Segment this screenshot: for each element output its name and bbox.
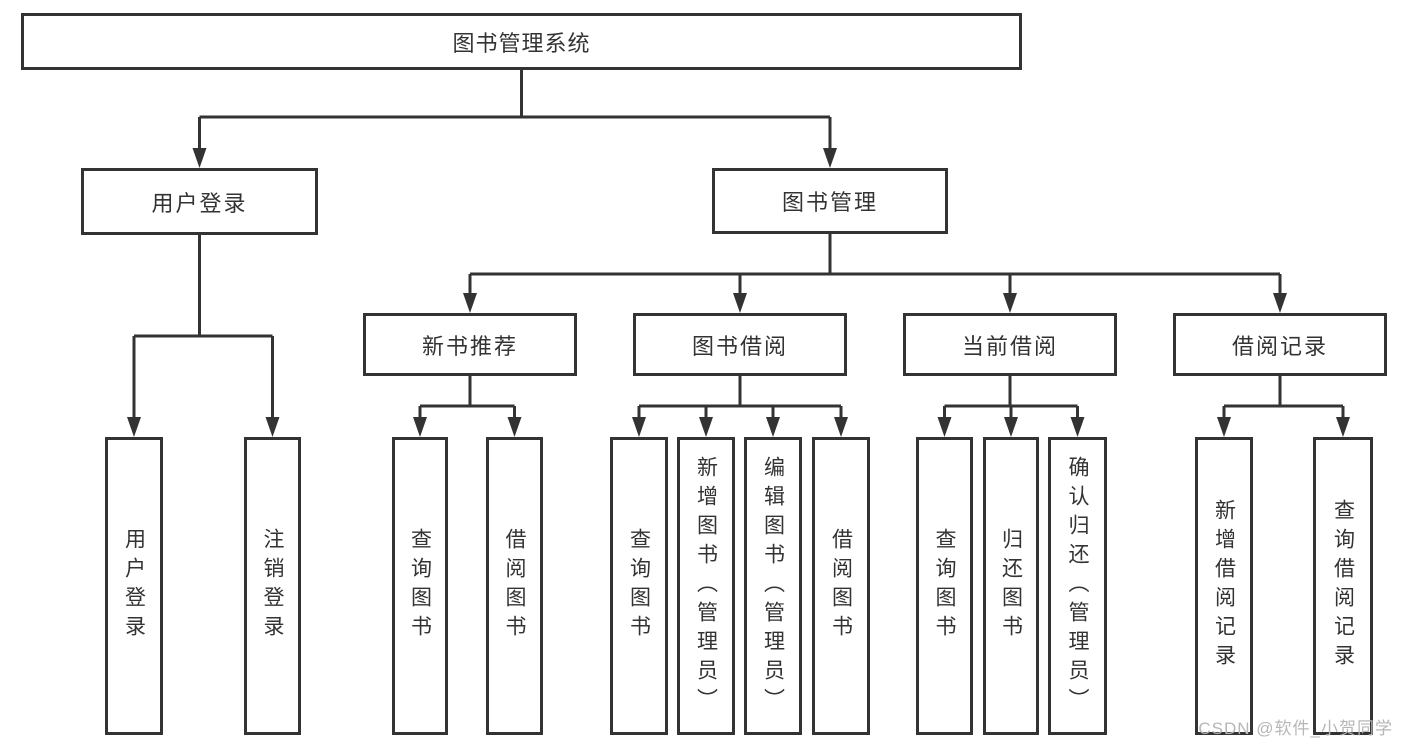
leaf-user-login-label: 用户登录 <box>122 528 146 644</box>
leaf-add-borrow-record: 新增借阅记录 <box>1195 437 1253 735</box>
leaf-return-books-label: 归还图书 <box>999 528 1023 644</box>
leaf-user-login: 用户登录 <box>105 437 163 735</box>
leaf-borrow-books-borrowing: 借阅图书 <box>812 437 870 735</box>
leaf-query-books-borrowing-label: 查询图书 <box>627 528 651 644</box>
node-new-book-recommendation-label: 新书推荐 <box>421 333 518 359</box>
leaf-borrow-books-newbook: 借阅图书 <box>486 437 543 735</box>
node-current-borrowing: 当前借阅 <box>903 313 1117 376</box>
leaf-query-borrow-record: 查询借阅记录 <box>1313 437 1373 735</box>
node-current-borrowing-label: 当前借阅 <box>961 333 1058 359</box>
leaf-logout-label: 注销登录 <box>261 528 285 644</box>
node-book-borrowing: 图书借阅 <box>633 313 847 376</box>
leaf-query-books-newbook: 查询图书 <box>392 437 448 735</box>
node-borrowing-records-label: 借阅记录 <box>1231 333 1328 359</box>
node-new-book-recommendation: 新书推荐 <box>363 313 577 376</box>
leaf-add-book-admin: 新增图书（管理员） <box>677 437 735 735</box>
node-user-login-branch: 用户登录 <box>81 168 318 235</box>
node-system-root: 图书管理系统 <box>21 13 1022 70</box>
leaf-confirm-return-admin-label: 确认归还（管理员） <box>1066 455 1090 717</box>
node-borrowing-records: 借阅记录 <box>1173 313 1387 376</box>
node-system-root-label: 图书管理系统 <box>452 30 591 56</box>
node-book-management: 图书管理 <box>712 168 948 234</box>
leaf-add-book-admin-label: 新增图书（管理员） <box>694 455 718 717</box>
connector-shafts <box>132 70 1345 431</box>
leaf-borrow-books-borrowing-label: 借阅图书 <box>829 528 853 644</box>
leaf-edit-book-admin: 编辑图书（管理员） <box>744 437 802 735</box>
leaf-query-books-current-label: 查询图书 <box>933 528 957 644</box>
leaf-borrow-books-newbook-label: 借阅图书 <box>503 528 527 644</box>
watermark: CSDN @软件_小贺同学 <box>1198 719 1393 738</box>
leaf-query-books-borrowing: 查询图书 <box>610 437 668 735</box>
node-book-borrowing-label: 图书借阅 <box>691 333 788 359</box>
leaf-confirm-return-admin: 确认归还（管理员） <box>1048 437 1107 735</box>
leaf-edit-book-admin-label: 编辑图书（管理员） <box>761 455 785 717</box>
leaf-query-books-newbook-label: 查询图书 <box>408 528 432 644</box>
leaf-return-books: 归还图书 <box>983 437 1039 735</box>
node-user-login-branch-label: 用户登录 <box>151 190 248 216</box>
leaf-query-borrow-record-label: 查询借阅记录 <box>1331 499 1355 673</box>
leaf-logout: 注销登录 <box>244 437 301 735</box>
node-book-management-label: 图书管理 <box>781 190 878 215</box>
leaf-query-books-current: 查询图书 <box>916 437 973 735</box>
leaf-add-borrow-record-label: 新增借阅记录 <box>1212 499 1236 673</box>
